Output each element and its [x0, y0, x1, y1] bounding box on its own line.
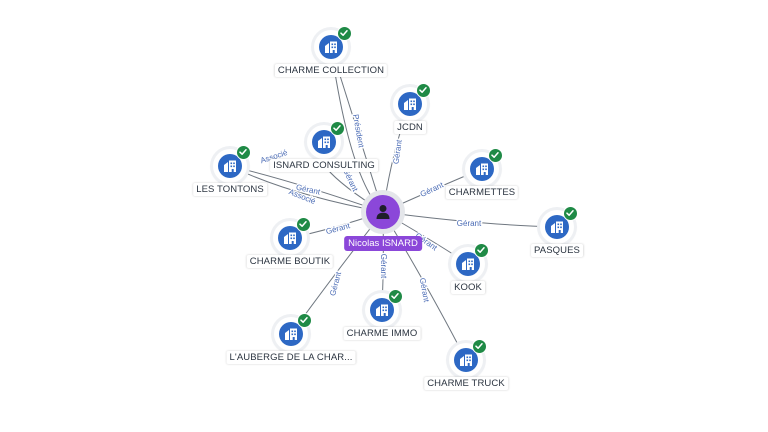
building-icon	[462, 258, 474, 270]
building-icon	[285, 328, 297, 340]
relationship-edge	[382, 211, 558, 228]
company-node[interactable]	[451, 243, 489, 281]
building-icon	[476, 163, 488, 175]
company-name-label[interactable]: CHARME COLLECTION	[274, 64, 388, 77]
relationship-label: Gérant	[328, 270, 343, 297]
company-name-label[interactable]: CHARME IMMO	[343, 327, 421, 340]
company-name-label[interactable]: CHARME BOUTIK	[246, 255, 334, 268]
verified-badge	[297, 313, 312, 328]
relationship-label: Gérant	[457, 219, 482, 228]
company-node[interactable]	[465, 148, 503, 186]
company-node[interactable]	[274, 313, 312, 351]
verified-check-icon	[300, 317, 308, 323]
company-node[interactable]	[365, 289, 403, 327]
verified-check-icon	[477, 247, 485, 253]
company-name-label[interactable]: CHARMETTES	[445, 186, 519, 199]
person-node[interactable]	[366, 195, 400, 229]
verified-badge	[388, 289, 403, 304]
company-node[interactable]	[449, 339, 487, 377]
company-name-label[interactable]: PASQUES	[531, 244, 583, 257]
company-node[interactable]	[540, 206, 578, 244]
building-icon	[404, 98, 416, 110]
relationship-label: Gérant	[325, 221, 352, 236]
verified-badge	[563, 206, 578, 221]
verified-badge	[296, 217, 311, 232]
company-name-label[interactable]: JCDN	[394, 121, 426, 134]
relationship-label: Président	[351, 114, 366, 150]
company-name-label[interactable]: LES TONTONS	[193, 183, 267, 196]
verified-badge	[330, 121, 345, 136]
building-icon	[376, 304, 388, 316]
verified-check-icon	[239, 149, 247, 155]
verified-badge	[472, 339, 487, 354]
building-icon	[224, 160, 236, 172]
verified-check-icon	[475, 343, 483, 349]
company-name-label[interactable]: ISNARD CONSULTING	[270, 159, 378, 172]
verified-badge	[474, 243, 489, 258]
company-name-label[interactable]: CHARME TRUCK	[424, 377, 508, 390]
verified-badge	[236, 145, 251, 160]
company-node[interactable]	[213, 145, 251, 183]
building-icon	[551, 221, 563, 233]
relationship-label: Gérant	[419, 180, 446, 199]
verified-check-icon	[391, 293, 399, 299]
relationship-edge	[382, 211, 467, 361]
company-node[interactable]	[273, 217, 311, 255]
building-icon	[318, 136, 330, 148]
building-icon	[460, 354, 472, 366]
verified-badge	[416, 83, 431, 98]
company-badge	[370, 298, 394, 322]
person-icon	[376, 205, 390, 219]
verified-check-icon	[299, 221, 307, 227]
company-node[interactable]	[314, 26, 352, 64]
person-name-label[interactable]: Nicolas ISNARD	[344, 236, 422, 251]
building-icon	[325, 41, 337, 53]
verified-badge	[488, 148, 503, 163]
verified-check-icon	[566, 210, 574, 216]
relationship-label: Gérant	[379, 254, 388, 279]
company-node[interactable]	[393, 83, 431, 121]
building-icon	[284, 232, 296, 244]
company-name-label[interactable]: L'AUBERGE DE LA CHAR...	[226, 351, 356, 364]
relationship-label: Gérant	[391, 138, 403, 164]
verified-check-icon	[333, 125, 341, 131]
verified-check-icon	[340, 30, 348, 36]
company-node[interactable]	[307, 121, 345, 159]
verified-check-icon	[491, 152, 499, 158]
company-name-label[interactable]: KOOK	[451, 281, 485, 294]
company-badge	[545, 215, 569, 239]
verified-check-icon	[419, 87, 427, 93]
verified-badge	[337, 26, 352, 41]
relationship-label: Gérant	[418, 277, 431, 303]
